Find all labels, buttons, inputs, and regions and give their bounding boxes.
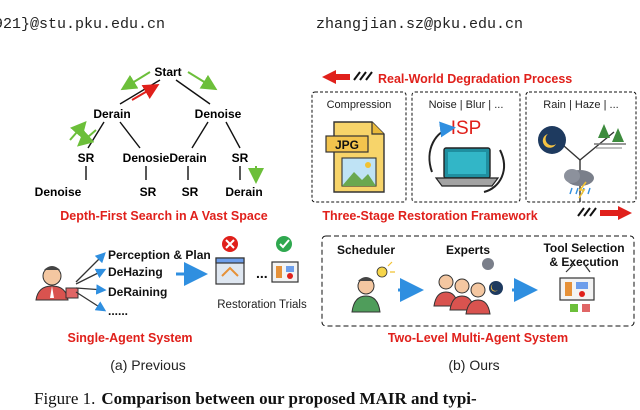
jpg-file-icon: JPG	[325, 121, 385, 193]
tree-node-sr: SR	[232, 151, 249, 165]
agent-person-icon	[35, 266, 79, 301]
restoration-trials-label: Restoration Trials	[217, 299, 307, 311]
experts-group-icon	[433, 258, 503, 315]
tree-node-derain: Derain	[169, 151, 206, 165]
author-email-right: zhangjian.sz@pku.edu.cn	[316, 16, 523, 33]
tree-node-denosie: Denosie	[123, 151, 170, 165]
figure-caption-text: Comparison between our proposed MAIR and…	[101, 389, 477, 408]
figure-caption: Figure 1. Comparison between our proposed…	[34, 389, 477, 408]
fail-cross-icon	[222, 236, 238, 252]
tree-leaf-sr: SR	[140, 185, 157, 199]
tree-node-denoise: Denoise	[195, 107, 242, 121]
execution-label: & Execution	[549, 255, 618, 269]
right-arrow-icon	[600, 206, 632, 220]
multi-agent-box	[321, 235, 635, 327]
trial-ellipsis: ...	[256, 265, 268, 281]
cloud-icon	[482, 258, 494, 270]
compression-panel	[311, 91, 407, 203]
degradation-title: Real-World Degradation Process	[378, 72, 572, 86]
single-agent-item: DeHazing	[108, 265, 163, 279]
panel-noise-label: Noise | Blur | ...	[429, 99, 504, 111]
haze-trees-icon	[594, 124, 626, 149]
single-agent-panel: Perception & Plan DeHazing DeRaining ...…	[35, 236, 307, 345]
search-step-arrow	[187, 71, 218, 91]
figure-caption-prefix: Figure 1.	[34, 389, 95, 408]
tool-selection-label: Tool Selection	[543, 241, 624, 255]
search-step-arrow	[76, 129, 97, 147]
single-agent-item: Perception & Plan	[108, 248, 211, 262]
search-step-arrow	[69, 120, 87, 141]
panel-weather-label: Rain | Haze | ...	[543, 99, 618, 111]
framework-caption: Three-Stage Restoration Framework	[322, 209, 537, 223]
night-moon-icon	[538, 126, 566, 154]
moon-icon	[489, 281, 503, 295]
trial-tools-icon	[271, 261, 299, 283]
trial-window-icon	[215, 257, 245, 285]
tree-caption: Depth-First Search in A Vast Space	[60, 209, 268, 223]
multi-agent-panel: Scheduler Experts Tool Selection & Execu…	[321, 235, 635, 345]
multi-agent-caption: Two-Level Multi-Agent System	[388, 331, 568, 345]
author-email-left: 921}@stu.pku.edu.cn	[0, 16, 165, 33]
tree-leaf-denoise: Denoise	[35, 185, 82, 199]
degradation-panel: Real-World Degradation Process Compressi…	[311, 70, 637, 223]
tree-node-sr: SR	[78, 151, 95, 165]
noise-blur-panel	[411, 91, 521, 203]
weather-panel	[525, 91, 637, 203]
search-tree: Start Derain Denoise SR Denosie Derain S…	[35, 65, 268, 223]
motion-lines-icon	[353, 71, 373, 81]
backtrack-arrow	[131, 83, 160, 101]
search-step-arrow	[120, 71, 151, 91]
weather-icons	[538, 124, 626, 202]
tree-root-label: Start	[154, 65, 181, 79]
tree-node-derain: Derain	[93, 107, 130, 121]
left-arrow-icon	[322, 70, 350, 84]
tree-leaf-derain: Derain	[225, 185, 262, 199]
motion-lines-icon	[577, 207, 597, 217]
lightbulb-icon	[376, 266, 388, 278]
subcaption-ours: (b) Ours	[448, 357, 499, 373]
svg-text:JPG: JPG	[335, 138, 359, 152]
single-agent-caption: Single-Agent System	[67, 331, 192, 345]
tool-execution-icon	[559, 263, 595, 312]
subcaption-previous: (a) Previous	[110, 357, 185, 373]
single-agent-item: ......	[108, 304, 128, 318]
isp-camera-laptop-icon: ISP	[428, 118, 505, 193]
scheduler-label: Scheduler	[337, 243, 395, 257]
experts-label: Experts	[446, 243, 490, 257]
rain-cloud-icon	[564, 169, 594, 199]
panel-compression-label: Compression	[327, 99, 392, 111]
single-agent-item: DeRaining	[108, 285, 167, 299]
success-check-icon	[276, 236, 292, 252]
tree-leaf-sr: SR	[182, 185, 199, 199]
svg-text:ISP: ISP	[451, 118, 482, 139]
scheduler-person-icon	[351, 261, 395, 313]
